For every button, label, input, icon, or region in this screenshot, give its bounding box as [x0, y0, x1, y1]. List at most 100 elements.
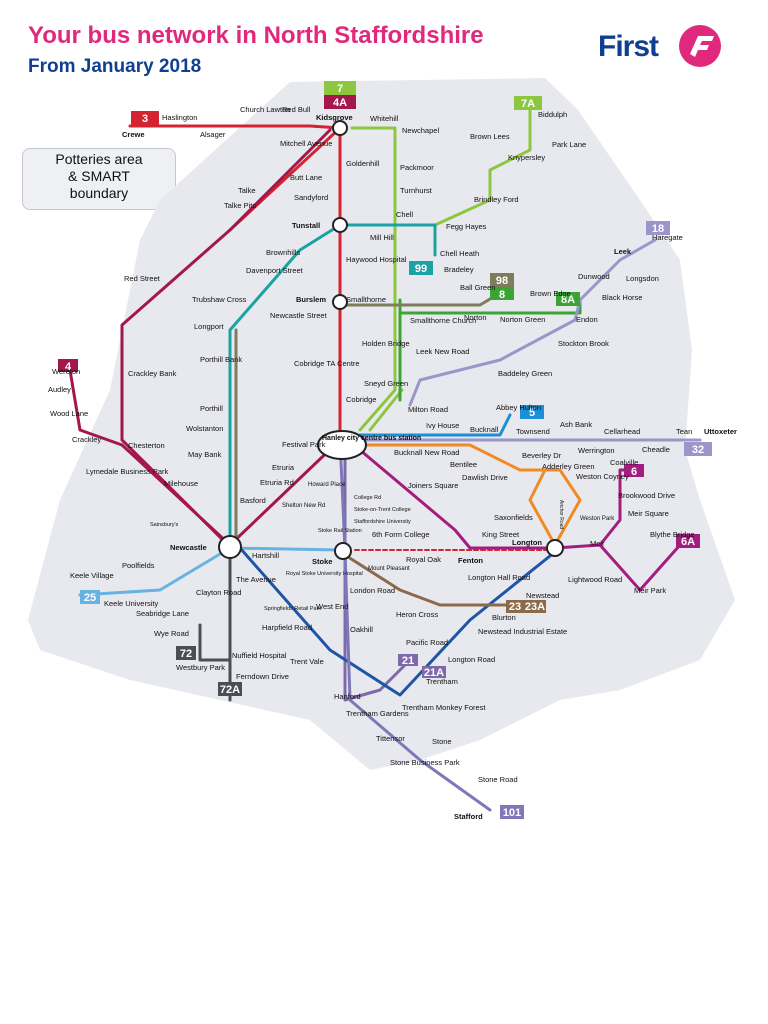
- place-biddulph: Biddulph: [538, 110, 567, 119]
- place-cobridge: Cobridge: [346, 395, 376, 404]
- place-cobridge-ta-centre: Cobridge TA Centre: [294, 359, 360, 368]
- route-72-line: [198, 546, 232, 702]
- place-howard-place: Howard Place: [308, 482, 346, 488]
- place-basford: Basford: [240, 496, 266, 505]
- place-seabridge-lane: Seabridge Lane: [136, 609, 189, 618]
- first-f-icon: [679, 25, 721, 67]
- place-trentham-monkey-forest: Trentham Monkey Forest: [402, 703, 486, 712]
- route-23-line: [343, 553, 522, 607]
- place-saxonfields: Saxonfields: [494, 513, 533, 522]
- road-anchor-road: Anchor Road: [558, 500, 564, 529]
- place-black-horse: Black Horse: [602, 293, 642, 302]
- place-tunstall: Tunstall: [292, 221, 320, 230]
- place-trent-vale: Trent Vale: [290, 657, 324, 666]
- place-ball-green: Ball Green: [460, 283, 495, 292]
- hub-tunstall[interactable]: [332, 217, 348, 233]
- place-turnhurst: Turnhurst: [400, 186, 433, 195]
- badge-72: [176, 646, 196, 660]
- place-royal-stoke-hospital: Royal Stoke University Hospital: [286, 571, 363, 577]
- place-longton-road: Longton Road: [448, 655, 495, 664]
- place-trubshaw-cross: Trubshaw Cross: [192, 295, 247, 304]
- place-shelton-new-rd: Shelton New Rd: [282, 503, 325, 509]
- place-oakhill: Oakhill: [350, 625, 373, 634]
- place-kidsgrove: Kidsgrove: [316, 113, 353, 122]
- place-wye-road: Wye Road: [154, 629, 189, 638]
- badge-21: [398, 654, 418, 666]
- place-blythe-bridge: Blythe Bridge: [650, 530, 695, 539]
- boundary-legend: Potteries area & SMART boundary: [22, 148, 176, 210]
- place-coalville: Coalville: [610, 458, 638, 467]
- place-knypersley: Knypersley: [508, 153, 545, 162]
- hub-newcastle[interactable]: [218, 535, 242, 559]
- map-title: Your bus network in North Staffordshire: [28, 22, 484, 49]
- first-logo: First: [598, 24, 738, 70]
- place-leek: Leek: [614, 247, 632, 256]
- badge-98: [490, 273, 514, 287]
- route-6-line: [358, 448, 682, 592]
- place-park-lane: Park Lane: [552, 140, 586, 149]
- place-haywood-hospital: Haywood Hospital: [346, 255, 407, 264]
- place-clayton-road: Clayton Road: [196, 588, 241, 597]
- place-chell: Chell: [396, 210, 413, 219]
- place-6th-form-college: 6th Form College: [372, 530, 430, 539]
- place-trentham-gardens: Trentham Gardens: [346, 709, 409, 718]
- badge-8: [490, 287, 514, 300]
- place-hanley: Hanley city centre bus station: [322, 435, 421, 442]
- place-milehouse: Milehouse: [164, 479, 198, 488]
- place-springfields: Springfields Retail Park: [264, 606, 321, 612]
- hub-hanley[interactable]: [317, 430, 367, 460]
- place-ferndown-drive: Ferndown Drive: [236, 672, 289, 681]
- place-burslem: Burslem: [296, 295, 326, 304]
- hub-burslem[interactable]: [332, 294, 348, 310]
- place-bentilee: Bentilee: [450, 460, 477, 469]
- place-weston-park: Weston Park: [580, 516, 615, 522]
- place-holden-bridge: Holden Bridge: [362, 339, 410, 348]
- potteries-boundary-area: [28, 78, 735, 770]
- badge-8a-label: 8A: [561, 294, 575, 306]
- place-smallthorne: Smallthorne: [346, 295, 386, 304]
- badge-3: [131, 111, 159, 125]
- badge-72-label: 72: [180, 648, 192, 660]
- hub-kidsgrove[interactable]: [332, 120, 348, 136]
- badge-7: [324, 81, 356, 95]
- place-longport: Longport: [194, 322, 225, 331]
- place-nuffield-hospital: Nuffield Hospital: [232, 651, 287, 660]
- place-brookwood-drive: Brookwood Drive: [618, 491, 675, 500]
- badge-101-label: 101: [503, 807, 521, 819]
- hub-stoke[interactable]: [334, 542, 352, 560]
- place-tittensor: Tittensor: [376, 734, 405, 743]
- place-stoke-rail-station: Stoke Rail Station: [318, 528, 362, 534]
- hub-longton[interactable]: [546, 539, 564, 557]
- place-longton-hall-road: Longton Hall Road: [468, 573, 530, 582]
- place-meir-square: Meir Square: [628, 509, 669, 518]
- place-norton: Norton: [464, 313, 487, 322]
- place-lymedale-business-park: Lymedale Business Park: [86, 467, 169, 476]
- badge-32-label: 32: [692, 444, 704, 456]
- place-brown-edge: Brown Edge: [530, 289, 571, 298]
- place-dunwood: Dunwood: [578, 272, 610, 281]
- place-sneyd-green: Sneyd Green: [364, 379, 408, 388]
- place-church-lawton: Church Lawton: [240, 105, 290, 114]
- place-cheadle: Cheadle: [642, 445, 670, 454]
- place-adderley-green: Adderley Green: [542, 462, 595, 471]
- place-college-rd: College Rd: [354, 495, 381, 501]
- route-99-line: [228, 223, 437, 547]
- place-fenton: Fenton: [458, 556, 483, 565]
- place-hanford: Hanford: [334, 692, 361, 701]
- place-davenport-street: Davenport Street: [246, 266, 304, 275]
- place-bradeley: Bradeley: [444, 265, 474, 274]
- place-beverley-dr: Beverley Dr: [522, 451, 562, 460]
- place-milton-road: Milton Road: [408, 405, 448, 414]
- badge-32: [684, 442, 712, 456]
- badge-7a: [514, 96, 542, 110]
- place-labels: Crewe Haslington Alsager Church Lawton R…: [48, 105, 737, 821]
- place-fegg-hayes: Fegg Hayes: [446, 222, 487, 231]
- place-stone-road: Stone Road: [478, 775, 518, 784]
- boundary-label-line3: boundary: [69, 185, 129, 201]
- badge-4-label: 4: [65, 361, 72, 373]
- boundary-label-line1: Potteries area: [55, 151, 143, 167]
- badge-99: [409, 261, 433, 275]
- place-mount-pleasant: Mount Pleasant: [368, 566, 410, 572]
- place-newcastle: Newcastle: [170, 543, 207, 552]
- place-goldenhill: Goldenhill: [346, 159, 380, 168]
